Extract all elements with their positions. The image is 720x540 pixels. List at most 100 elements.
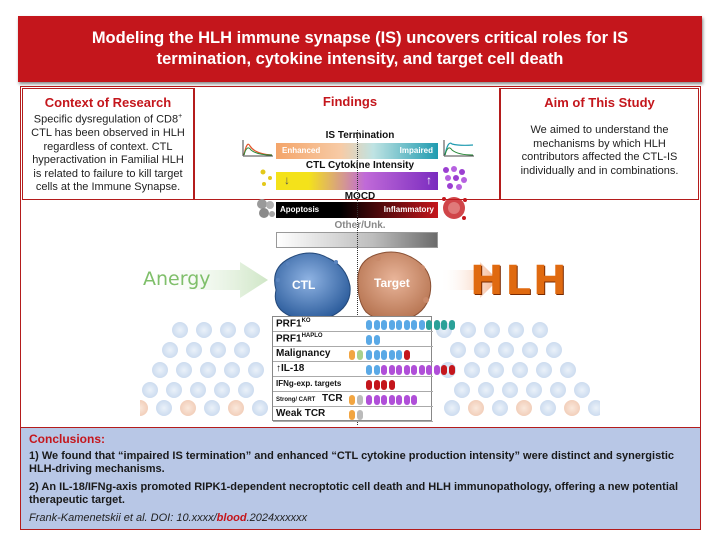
background-cell xyxy=(464,362,480,378)
background-cell xyxy=(142,382,158,398)
contribution-pill xyxy=(388,395,395,405)
contribution-pill xyxy=(366,350,372,360)
is-termination-title: IS Termination xyxy=(325,130,395,141)
background-cell xyxy=(502,382,518,398)
contribution-pill xyxy=(403,350,410,360)
background-cell xyxy=(238,382,254,398)
background-cell xyxy=(210,342,226,358)
background-cell xyxy=(224,362,240,378)
contribution-pill xyxy=(411,365,417,375)
contribution-pill xyxy=(373,320,380,330)
background-cell xyxy=(152,362,168,378)
contribution-pill xyxy=(373,380,380,390)
row-label: PRF1KO xyxy=(276,318,311,330)
context-box: Context of Research Specific dysregulati… xyxy=(22,88,194,200)
anergy-label: Anergy xyxy=(143,268,211,290)
contribution-pill xyxy=(448,365,455,375)
row-label: ↑IL-18 xyxy=(276,363,305,374)
mocd-title: MOCD xyxy=(344,191,376,202)
background-cell xyxy=(488,362,504,378)
is-termination-right-label: Impaired xyxy=(399,146,433,155)
conclusion-2: 2) An IL-18/IFNg-axis promoted RIPK1-dep… xyxy=(29,481,679,506)
background-cell xyxy=(546,342,562,358)
cytokine-title: CTL Cytokine Intensity xyxy=(305,160,415,171)
row-label: PRF1HAPLO xyxy=(276,333,323,345)
findings-title: Findings xyxy=(322,94,378,109)
background-cell xyxy=(196,322,212,338)
background-cell xyxy=(436,322,452,338)
contribution-pill xyxy=(396,395,402,405)
contribution-pill xyxy=(396,365,402,375)
contribution-pill xyxy=(388,320,395,330)
background-cell xyxy=(532,322,548,338)
contribution-pill xyxy=(441,365,447,375)
context-text: Specific dysregulation of CD8+ CTL has b… xyxy=(31,113,185,194)
background-cell xyxy=(450,342,466,358)
citation-journal: blood xyxy=(216,512,247,524)
background-cell xyxy=(200,362,216,378)
contribution-pill xyxy=(388,350,395,360)
is-termination-left-label: Enhanced xyxy=(282,146,321,155)
background-cell xyxy=(478,382,494,398)
contribution-pill xyxy=(396,320,402,330)
row-label: Weak TCR xyxy=(276,408,326,419)
pre-pill xyxy=(357,350,363,360)
ctl-label: CTL xyxy=(292,278,316,292)
enhanced-curve-icon xyxy=(242,140,273,157)
contribution-pill xyxy=(373,350,380,360)
mocd-right-label: Inflammatory xyxy=(383,205,434,214)
contribution-pill xyxy=(433,365,440,375)
background-cell xyxy=(498,342,514,358)
arrow-up-icon: ↑ xyxy=(426,173,432,187)
background-cell xyxy=(474,342,490,358)
table-row: Malignancy xyxy=(273,347,433,362)
background-cell xyxy=(228,400,244,416)
anergy-arrow xyxy=(140,262,268,298)
contribution-pill xyxy=(373,395,380,405)
background-cell xyxy=(550,382,566,398)
header-banner: Modeling the HLH immune synapse (IS) unc… xyxy=(18,16,702,82)
contribution-pill xyxy=(418,365,425,375)
contribution-pill xyxy=(366,365,372,375)
contribution-pill xyxy=(373,335,380,345)
target-cell xyxy=(357,251,432,322)
background-cell xyxy=(516,400,532,416)
other-title: Other/Unk. xyxy=(334,220,386,231)
aim-title: Aim of This Study xyxy=(544,95,655,110)
pre-pill xyxy=(349,350,355,360)
contribution-pill xyxy=(381,380,387,390)
contribution-pill xyxy=(381,350,387,360)
contribution-pill xyxy=(403,320,410,330)
background-cell xyxy=(468,400,484,416)
table-row: ↑IL-18 xyxy=(273,362,455,377)
table-row: PRF1HAPLO xyxy=(273,332,433,347)
context-title: Context of Research xyxy=(44,95,172,110)
conclusions-title: Conclusions: xyxy=(29,432,106,446)
row-label: IFNg-exp. targets xyxy=(276,379,342,388)
arrow-down-icon: ↓ xyxy=(284,173,290,187)
contribution-pill xyxy=(366,380,372,390)
background-cell xyxy=(176,362,192,378)
pre-pill xyxy=(357,395,363,405)
background-cell xyxy=(166,382,182,398)
contribution-pill xyxy=(396,350,402,360)
contribution-pill xyxy=(426,320,432,330)
background-cell xyxy=(454,382,470,398)
background-cell xyxy=(564,400,580,416)
background-cell xyxy=(214,382,230,398)
cell-illustration xyxy=(274,251,432,322)
impaired-curve-icon xyxy=(443,140,474,157)
background-cell xyxy=(522,342,538,358)
background-cell xyxy=(172,322,188,338)
background-cell xyxy=(512,362,528,378)
apoptosis-cell-icon xyxy=(257,199,275,218)
table-row: IFNg-exp. targets xyxy=(273,377,433,392)
contribution-pill xyxy=(426,365,432,375)
background-cell xyxy=(444,400,460,416)
background-cell xyxy=(588,400,600,416)
table-row: PRF1KO xyxy=(273,317,455,332)
pre-pill xyxy=(349,395,355,405)
background-cell xyxy=(540,400,556,416)
